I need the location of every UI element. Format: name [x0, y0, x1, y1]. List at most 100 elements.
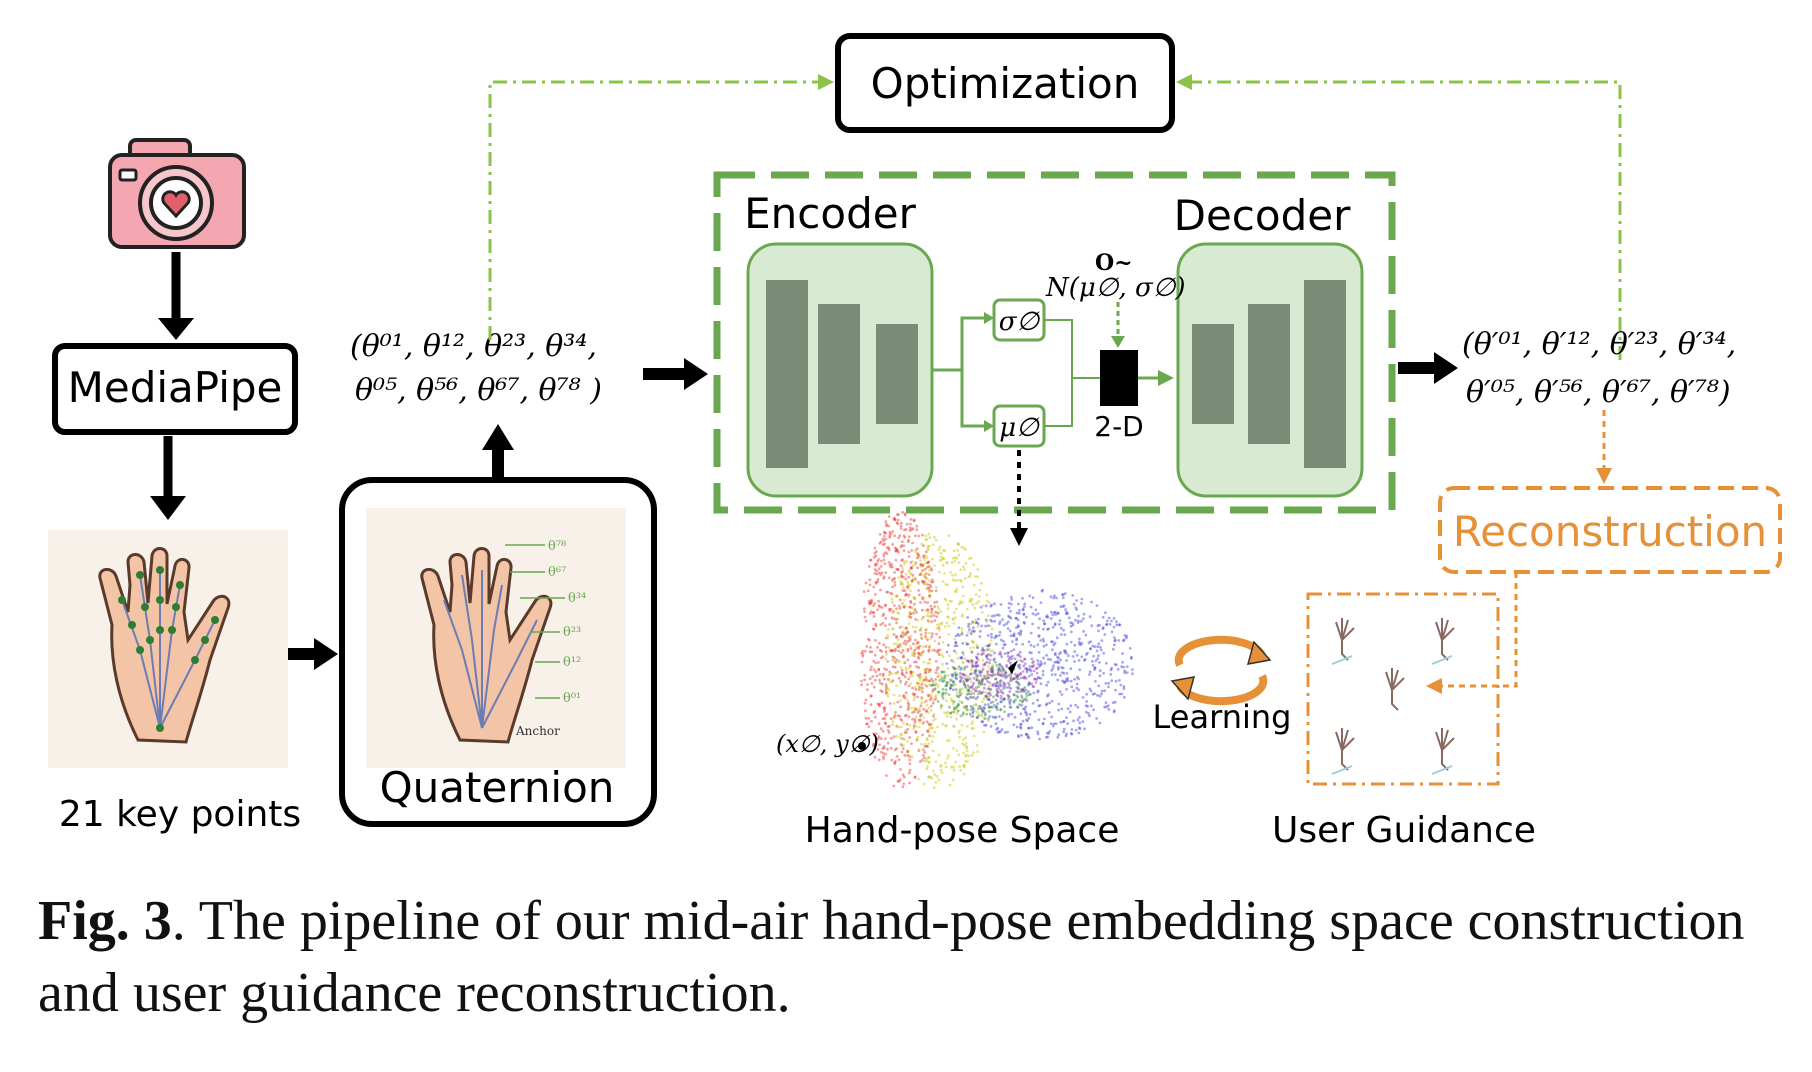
scatter-point — [1009, 634, 1013, 638]
scatter-point — [1031, 612, 1035, 616]
scatter-point — [942, 557, 945, 560]
scatter-point — [1046, 680, 1050, 684]
scatter-point — [939, 704, 943, 708]
scatter-point — [1075, 653, 1079, 657]
key-points-label: 21 key points — [59, 794, 301, 835]
scatter-point — [917, 748, 921, 751]
scatter-point — [899, 634, 903, 637]
scatter-point — [942, 670, 946, 674]
scatter-point — [1054, 722, 1058, 725]
scatter-point — [1024, 711, 1028, 715]
scatter-point — [927, 615, 931, 618]
scatter-point — [931, 578, 934, 582]
scatter-point — [866, 589, 870, 593]
scatter-point — [1003, 710, 1006, 714]
scatter-point — [1052, 664, 1055, 667]
quaternion-angle-label: θ⁰¹ — [563, 691, 581, 706]
scatter-point — [906, 728, 910, 731]
scatter-point — [904, 691, 908, 695]
scatter-point — [1009, 706, 1013, 709]
scatter-point — [882, 530, 886, 534]
scatter-point — [971, 684, 975, 687]
scatter-point — [964, 562, 968, 565]
scatter-point — [1020, 694, 1023, 698]
scatter-point — [934, 687, 937, 690]
scatter-point — [1062, 719, 1066, 723]
scatter-point — [1018, 666, 1022, 670]
scatter-point — [1041, 588, 1044, 592]
scatter-point — [927, 761, 931, 765]
scatter-point — [959, 693, 963, 696]
scatter-point — [913, 597, 917, 601]
scatter-point — [1066, 612, 1069, 615]
scatter-point — [892, 627, 895, 631]
scatter-point — [916, 554, 920, 558]
scatter-point — [920, 683, 924, 686]
scatter-point — [924, 676, 928, 680]
scatter-point — [920, 742, 923, 746]
scatter-point — [873, 709, 876, 713]
scatter-point — [1112, 643, 1116, 647]
scatter-point — [976, 704, 980, 708]
scatter-point — [865, 722, 868, 726]
scatter-point — [895, 755, 899, 758]
scatter-point — [1092, 708, 1095, 712]
scatter-point — [923, 751, 927, 754]
scatter-point — [907, 715, 911, 719]
scatter-point — [958, 699, 962, 703]
scatter-point — [1022, 707, 1025, 711]
scatter-point — [1025, 667, 1028, 670]
scatter-point — [1094, 659, 1098, 663]
scatter-point — [988, 661, 991, 665]
scatter-point — [907, 684, 911, 688]
scatter-point — [987, 614, 990, 618]
scatter-point — [975, 664, 979, 668]
scatter-point — [911, 527, 915, 531]
scatter-point — [1036, 612, 1040, 616]
scatter-point — [900, 571, 903, 574]
scatter-point — [960, 627, 964, 631]
scatter-point — [1113, 636, 1116, 640]
scatter-point — [933, 730, 937, 734]
scatter-point — [904, 728, 908, 732]
scatter-point — [1125, 671, 1129, 674]
scatter-point — [1028, 712, 1032, 716]
scatter-point — [1027, 681, 1031, 685]
scatter-point — [890, 649, 894, 653]
scatter-point — [896, 638, 900, 642]
scatter-point — [906, 649, 910, 653]
encoder-label: Encoder — [744, 189, 916, 238]
scatter-point — [976, 750, 980, 754]
scatter-point — [1071, 621, 1074, 625]
scatter-point — [1010, 678, 1014, 682]
scatter-point — [897, 645, 900, 649]
scatter-point — [1009, 687, 1013, 690]
scatter-point — [891, 565, 894, 569]
scatter-point — [999, 684, 1003, 688]
scatter-point — [909, 670, 913, 674]
scatter-point — [976, 575, 979, 578]
scatter-point — [995, 681, 999, 685]
scatter-point — [927, 578, 931, 582]
scatter-point — [901, 570, 904, 573]
scatter-point — [1095, 649, 1099, 653]
quaternion-angle-label: θ⁶⁷ — [548, 565, 566, 580]
scatter-point — [1018, 609, 1021, 612]
scatter-point — [1105, 623, 1109, 626]
scatter-point — [876, 645, 879, 649]
scatter-point — [879, 588, 882, 592]
scatter-point — [905, 626, 908, 630]
scatter-point — [999, 670, 1003, 673]
scatter-point — [906, 630, 910, 634]
scatter-point — [945, 739, 949, 743]
scatter-point — [884, 520, 888, 523]
scatter-point — [1046, 615, 1050, 619]
scatter-point — [891, 680, 894, 684]
scatter-point — [1123, 671, 1127, 675]
scatter-point — [929, 704, 933, 708]
scatter-point — [913, 651, 917, 655]
scatter-point — [955, 712, 959, 715]
scatter-point — [1025, 718, 1028, 722]
scatter-point — [900, 733, 903, 737]
scatter-point — [926, 638, 929, 642]
